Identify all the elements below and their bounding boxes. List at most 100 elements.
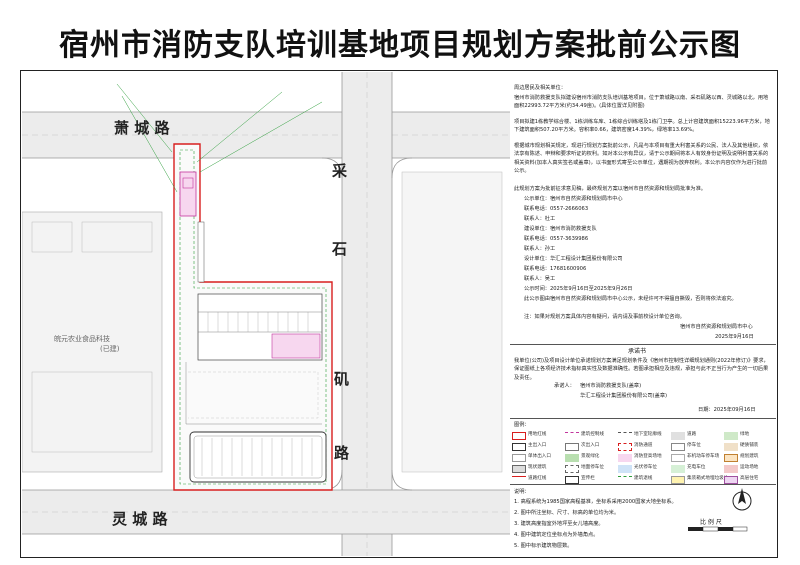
scale-label: 比 例 尺 bbox=[700, 519, 722, 526]
note-2: 2. 图中所注坐标、尺寸、标高的单位均为米。 bbox=[514, 510, 620, 516]
legend-label: 集装箱式地埋垃圾站 bbox=[687, 476, 729, 481]
legend-symbol bbox=[512, 454, 526, 462]
legend-item: 建筑退线 bbox=[616, 473, 670, 487]
legend-symbol bbox=[618, 454, 632, 462]
legend-label: 现状建筑 bbox=[528, 465, 547, 470]
road-label-east-1: 采 bbox=[332, 162, 348, 180]
notice-period: 公示时间：2025年9月16日至2025年9月26日 bbox=[524, 286, 633, 292]
neighbor-status: (已建) bbox=[100, 345, 120, 353]
note-3: 3. 建筑高度指室外地坪至女儿墙高度。 bbox=[514, 521, 604, 527]
contact-3: 联系人：杜工 bbox=[524, 216, 556, 222]
legend-symbol bbox=[565, 454, 579, 462]
road-label-east-4: 路 bbox=[334, 444, 350, 462]
legend-item: 道路 bbox=[669, 429, 723, 443]
note-5: 5. 图中标示建筑物层数。 bbox=[514, 543, 573, 549]
divider bbox=[510, 484, 776, 485]
legend-symbol bbox=[565, 443, 579, 451]
legend-symbol bbox=[671, 443, 685, 451]
notice-heading: 周边居民及相关单位： bbox=[514, 85, 566, 91]
legend-symbol bbox=[512, 465, 526, 473]
legend-item: 绿地 bbox=[722, 429, 776, 443]
site-plan-map[interactable]: 萧 城 路 采 石 矶 路 灵 城 路 皖元农业食品科技 (已建) bbox=[22, 72, 510, 556]
legend-symbol bbox=[618, 443, 632, 451]
info-panel: 周边居民及相关单位： 宿州市消防救援支队拟建设宿州市消防支队培训基地项目。位于萧… bbox=[510, 72, 776, 556]
legend-symbol bbox=[512, 432, 526, 440]
legend-symbol bbox=[512, 443, 526, 451]
road-label-east-2: 石 bbox=[332, 240, 348, 258]
legend-label: 充电车位 bbox=[687, 465, 706, 470]
legend-item: 次出入口 bbox=[563, 440, 617, 454]
legend-label: 宣传栏 bbox=[581, 476, 595, 481]
legend-symbol bbox=[724, 454, 738, 462]
scale-bar bbox=[688, 526, 748, 532]
legend-label: 用地红线 bbox=[528, 432, 547, 437]
contact-2: 联系电话：0557-2666063 bbox=[524, 206, 589, 212]
legend-item: 景观绿化 bbox=[563, 451, 617, 465]
contact-9: 联系人：吴工 bbox=[524, 276, 556, 282]
site-plan-drawing bbox=[22, 72, 510, 556]
legend-symbol bbox=[565, 432, 579, 440]
contact-7: 设计单位：华汇工程设计集团股份有限公司 bbox=[524, 256, 623, 262]
legend-item: 地面停车位 bbox=[563, 462, 617, 476]
legend-symbol bbox=[618, 432, 632, 440]
legend-item: 消防通道 bbox=[616, 440, 670, 454]
legend-item: 建筑控制线 bbox=[563, 429, 617, 443]
legend-symbol bbox=[671, 432, 685, 440]
drawing-frame bbox=[20, 70, 778, 558]
legend-label: 消防登高场地 bbox=[634, 454, 662, 459]
legend-item: 非机动车停车场 bbox=[669, 451, 723, 465]
contact-8: 联系电话：17681600906 bbox=[524, 266, 587, 272]
legend-symbol bbox=[565, 465, 579, 473]
neighbor-name: 皖元农业食品科技 bbox=[54, 335, 110, 343]
legend-item: 单体出入口 bbox=[510, 451, 564, 465]
notice-location: 此公示图由宿州市自然资源和规划局市中心公示，未经许可不得擅自撕毁，否则将依法追究… bbox=[524, 296, 737, 302]
legend-item: 道路红线 bbox=[510, 473, 564, 487]
legend-symbol bbox=[565, 476, 579, 484]
legend-grid: 用地红线建筑控制线地下室轮廓线道路绿地主出入口次出入口消防通道停车位硬质铺装单体… bbox=[510, 429, 776, 501]
road-label-south: 灵 城 路 bbox=[112, 510, 168, 528]
legend-label: 道路 bbox=[687, 432, 697, 437]
divider bbox=[510, 418, 776, 419]
road-label-north: 萧 城 路 bbox=[114, 119, 170, 137]
legend-label: 运动场地 bbox=[740, 465, 759, 470]
legend-item: 消防登高场地 bbox=[616, 451, 670, 465]
legend-item: 充电车位 bbox=[669, 462, 723, 476]
legend-item: 用地红线 bbox=[510, 429, 564, 443]
legend-item: 运动场地 bbox=[722, 462, 776, 476]
notice-paragraph-2: 项目拟建1栋教学综合楼、1栋训练车库、1栋综合训练塔及1栋门卫亭。总上计容建筑面… bbox=[514, 119, 770, 134]
notice-paragraph-1: 宿州市消防救援支队拟建设宿州市消防支队培训基地项目。位于萧城路以南、采石矶路以西… bbox=[514, 95, 769, 110]
legend-symbol bbox=[512, 476, 526, 484]
legend-label: 单体出入口 bbox=[528, 454, 551, 459]
north-arrow-icon bbox=[732, 488, 752, 511]
legend-label: 地面停车位 bbox=[581, 465, 604, 470]
notice-signature: 宿州市自然资源和规划局市中心 bbox=[680, 324, 753, 330]
legend-label: 景观绿化 bbox=[581, 454, 600, 459]
notice-paragraph-3: 根据城市规划相关规定，现进行规划方案批前公示，凡是与本项目有重大利害关系的公民、… bbox=[514, 143, 769, 175]
legend-symbol bbox=[618, 476, 632, 484]
legend-symbol bbox=[618, 465, 632, 473]
notes-heading: 说明： bbox=[514, 489, 530, 495]
legend-label: 建筑控制线 bbox=[581, 432, 604, 437]
legend-label: 建筑退线 bbox=[634, 476, 653, 481]
commitment-heading: 承诺书 bbox=[628, 348, 647, 355]
legend-symbol bbox=[724, 465, 738, 473]
legend-item: 硬质铺装 bbox=[722, 440, 776, 454]
commitment-date: 日期：2025年09月16日 bbox=[698, 407, 756, 413]
legend-label: 绿地 bbox=[740, 432, 750, 437]
legend-item: 地下室轮廓线 bbox=[616, 429, 670, 443]
contact-1: 公示单位：宿州市自然资源和规划局市中心 bbox=[524, 196, 623, 202]
legend-label: 硬质铺装 bbox=[740, 443, 759, 448]
commitment-party-label: 承诺人： bbox=[554, 383, 575, 389]
legend-label: 规划建筑 bbox=[740, 454, 759, 459]
legend-item: 高层住宅 bbox=[722, 473, 776, 487]
page-title: 宿州市消防支队培训基地项目规划方案批前公示图 bbox=[59, 28, 741, 63]
contact-4: 建设单位：宿州市消防救援支队 bbox=[524, 226, 597, 232]
legend-label: 地下室轮廓线 bbox=[634, 432, 662, 437]
legend-item: 集装箱式地埋垃圾站 bbox=[669, 473, 728, 487]
notice-date: 2025年9月16日 bbox=[715, 334, 754, 340]
commitment-body: 我单位(公司)及项目设计单位承诺规划方案满足规划条件及《宿州市控制性详细规划通则… bbox=[514, 358, 769, 381]
legend-item: 宣传栏 bbox=[563, 473, 617, 487]
notice-remark: 注：如果对规划方案具体内容有疑问，请内请及事前校设计单位咨询。 bbox=[524, 314, 685, 320]
legend-heading: 图例： bbox=[514, 422, 530, 428]
commitment-party-2: 华汇工程设计集团股份有限公司(盖章) bbox=[580, 393, 668, 399]
